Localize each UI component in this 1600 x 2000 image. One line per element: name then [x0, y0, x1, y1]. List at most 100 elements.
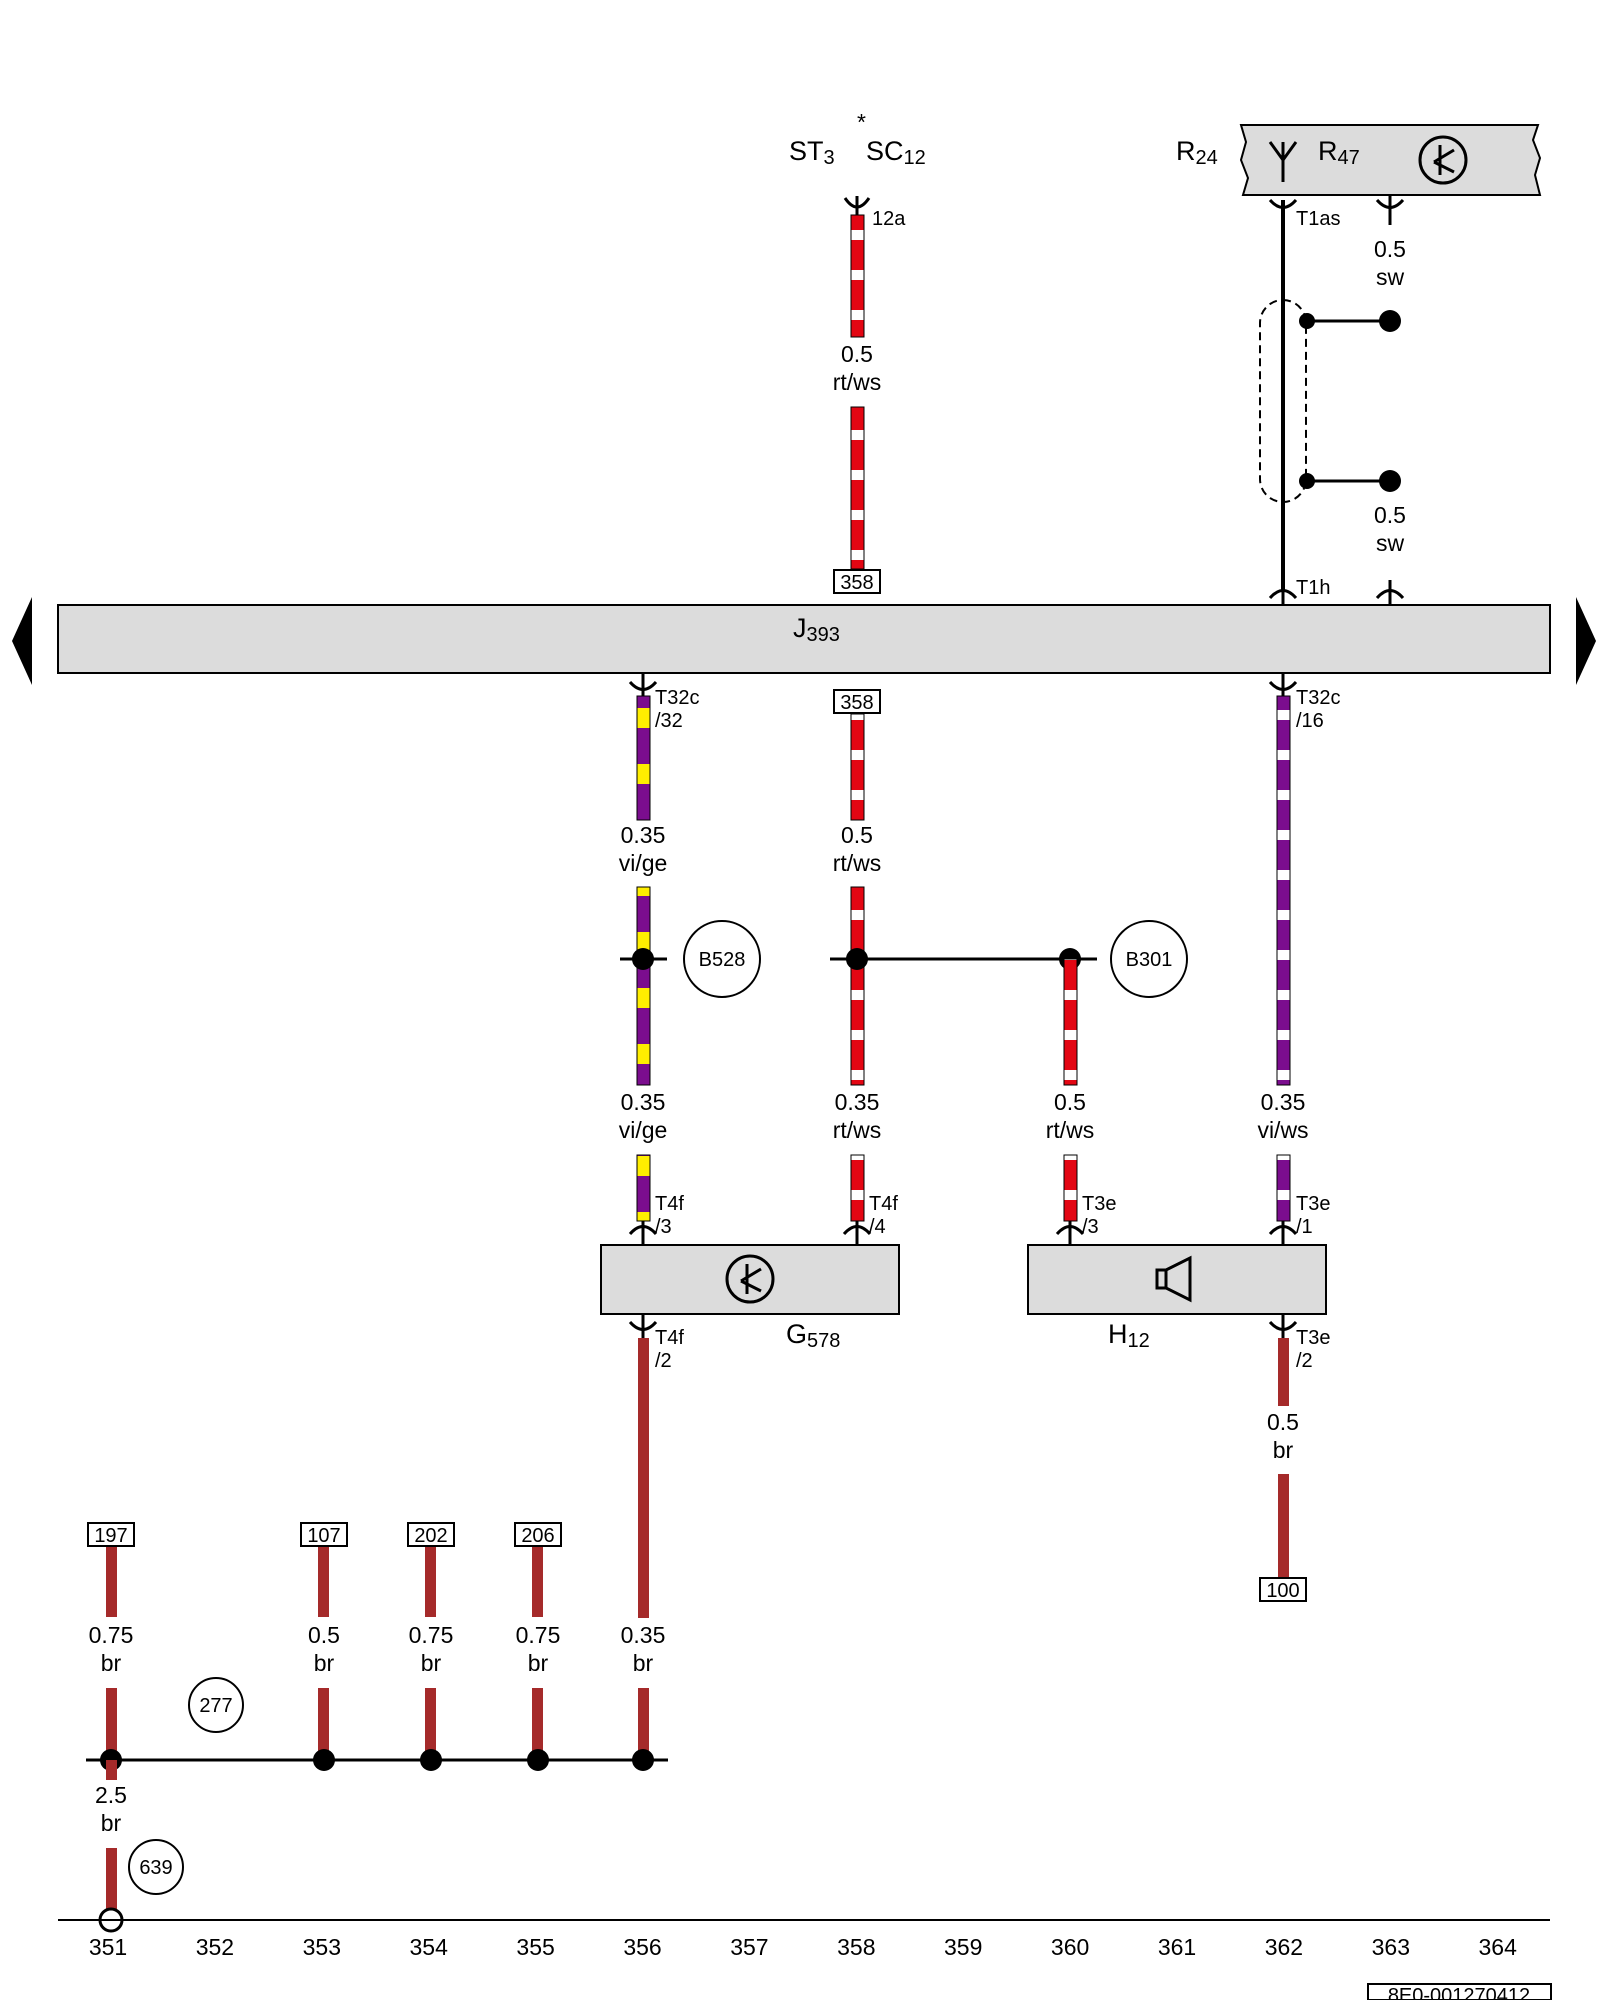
pin-t4f-3-a: T4f [655, 1193, 684, 1215]
ref-107-label: 107 [307, 1525, 340, 1547]
wire-vige-2-size: 0.35 [621, 1089, 666, 1115]
track-number-357: 357 [730, 1934, 768, 1960]
wire-br-h12-color: br [1273, 1437, 1294, 1463]
track-number-354: 354 [410, 1934, 449, 1960]
wire-sw-bottom-color: sw [1376, 530, 1405, 556]
wire-br-main-upper [106, 1760, 117, 1780]
wire-rtws-top-lower [850, 406, 865, 570]
h12-component-box [1027, 1244, 1327, 1315]
wire-br-main-lower [106, 1848, 117, 1920]
pin-t4f-2-a: T4f [655, 1327, 684, 1349]
h12-label: H12 [1108, 1319, 1150, 1352]
track-number-358: 358 [837, 1934, 875, 1960]
splice-b528-circle[interactable] [683, 920, 761, 998]
wire-br-356-lower [638, 1688, 649, 1760]
wire-br-197-color: br [101, 1650, 122, 1676]
ref-box-202[interactable] [407, 1522, 455, 1547]
shield-terminal-bottom [1379, 470, 1401, 492]
wire-br-107-color: br [314, 1650, 335, 1676]
r47-label: R47 [1318, 136, 1360, 169]
speaker-icon [1155, 1255, 1192, 1303]
ref-box-206[interactable] [514, 1522, 562, 1547]
pin-t3e-3-b: /3 [1082, 1216, 1099, 1238]
shield-junction-bottom [1299, 473, 1315, 489]
wire-br-main-color: br [101, 1810, 122, 1836]
ref-box-197[interactable] [87, 1522, 135, 1547]
splice-b528-label: B528 [699, 949, 746, 971]
j393-label: J393 [793, 613, 840, 646]
ref-box-358-top[interactable] [833, 569, 881, 594]
wire-br-356-size: 0.35 [621, 1622, 666, 1648]
splice-639-circle[interactable] [128, 1839, 184, 1895]
track-number-361: 361 [1158, 1934, 1196, 1960]
ref-202-label: 202 [414, 1525, 447, 1547]
wire-br-202-size: 0.75 [409, 1622, 454, 1648]
pin-t3e-1-b: /1 [1296, 1216, 1313, 1238]
shield-dashed-outline [1259, 299, 1307, 503]
wire-rtws-top-color: rt/ws [833, 369, 882, 395]
pin-t32c-32-b: /32 [655, 710, 683, 732]
wire-rtws-3-upper [850, 886, 865, 1086]
ground-junction-355 [527, 1749, 549, 1771]
wire-br-356-upper [638, 1338, 649, 1618]
wire-sw-top-color: sw [1376, 264, 1405, 290]
right-arrow-icon[interactable] [1576, 597, 1596, 685]
left-arrow-icon[interactable] [12, 597, 32, 685]
track-number-352: 352 [196, 1934, 234, 1960]
g578-sensor-icon [725, 1254, 775, 1304]
pin-t32c-32-a: T32c [655, 687, 699, 709]
j393-control-unit-box [57, 604, 1551, 674]
r47-component-box [1239, 124, 1542, 196]
ref-358-mid-label: 358 [840, 692, 873, 714]
doc-id-label: 8E0-001270412 [1388, 1985, 1530, 2000]
pin-12a-label: 12a [872, 208, 906, 230]
shield-junction-top [1299, 313, 1315, 329]
wire-vige-2-lower [636, 1154, 651, 1222]
ground-junction-356 [632, 1749, 654, 1771]
wire-rtws-4-color: rt/ws [1046, 1117, 1095, 1143]
wire-rtws-2-color: rt/ws [833, 850, 882, 876]
splice-277-label: 277 [199, 1695, 232, 1717]
sc12-label: SC12 [866, 136, 926, 169]
ref-box-107[interactable] [300, 1522, 348, 1547]
wire-vige-1-segment [636, 695, 651, 821]
splice-b301-circle[interactable] [1110, 920, 1188, 998]
wire-vige-2-color: vi/ge [619, 1117, 668, 1143]
pin-t3e-2-b: /2 [1296, 1350, 1313, 1372]
wire-br-h12-lower [1278, 1474, 1289, 1578]
wire-rtws-2-size: 0.5 [841, 822, 873, 848]
ground-junction-353 [313, 1749, 335, 1771]
track-number-363: 363 [1372, 1934, 1410, 1960]
pin-t4f-2-b: /2 [655, 1350, 672, 1372]
wire-rtws-4-upper [1063, 958, 1078, 1086]
track-number-364: 364 [1479, 1934, 1518, 1960]
ground-junction-354 [420, 1749, 442, 1771]
ref-206-label: 206 [521, 1525, 554, 1547]
wire-viws-upper [1276, 695, 1291, 1086]
wire-viws-lower [1276, 1154, 1291, 1222]
wire-rtws-2-segment [850, 713, 865, 821]
wire-br-202-lower [425, 1688, 436, 1760]
wire-viws-color: vi/ws [1257, 1117, 1308, 1143]
wire-rtws-3-size: 0.35 [835, 1089, 880, 1115]
pin-t4f-4-a: T4f [869, 1193, 898, 1215]
wire-br-356-color: br [633, 1650, 654, 1676]
track-number-355: 355 [516, 1934, 554, 1960]
ref-box-358-mid[interactable] [833, 689, 881, 714]
wire-rtws-top-size: 0.5 [841, 341, 873, 367]
wire-br-main-size: 2.5 [95, 1782, 127, 1808]
ref-358-top-label: 358 [840, 572, 873, 594]
wire-br-197-size: 0.75 [89, 1622, 134, 1648]
splice-277-circle[interactable] [188, 1677, 244, 1733]
splice-b301-dot-left [846, 948, 868, 970]
antenna-icon [1268, 141, 1298, 182]
wire-br-202-upper [425, 1547, 436, 1617]
ref-100-label: 100 [1266, 1580, 1299, 1602]
wire-rtws-4-size: 0.5 [1054, 1089, 1086, 1115]
ref-box-100[interactable] [1259, 1577, 1307, 1602]
pin-t1as-label: T1as [1296, 208, 1340, 230]
pin-t3e-1-a: T3e [1296, 1193, 1330, 1215]
track-number-351: 351 [89, 1934, 127, 1960]
